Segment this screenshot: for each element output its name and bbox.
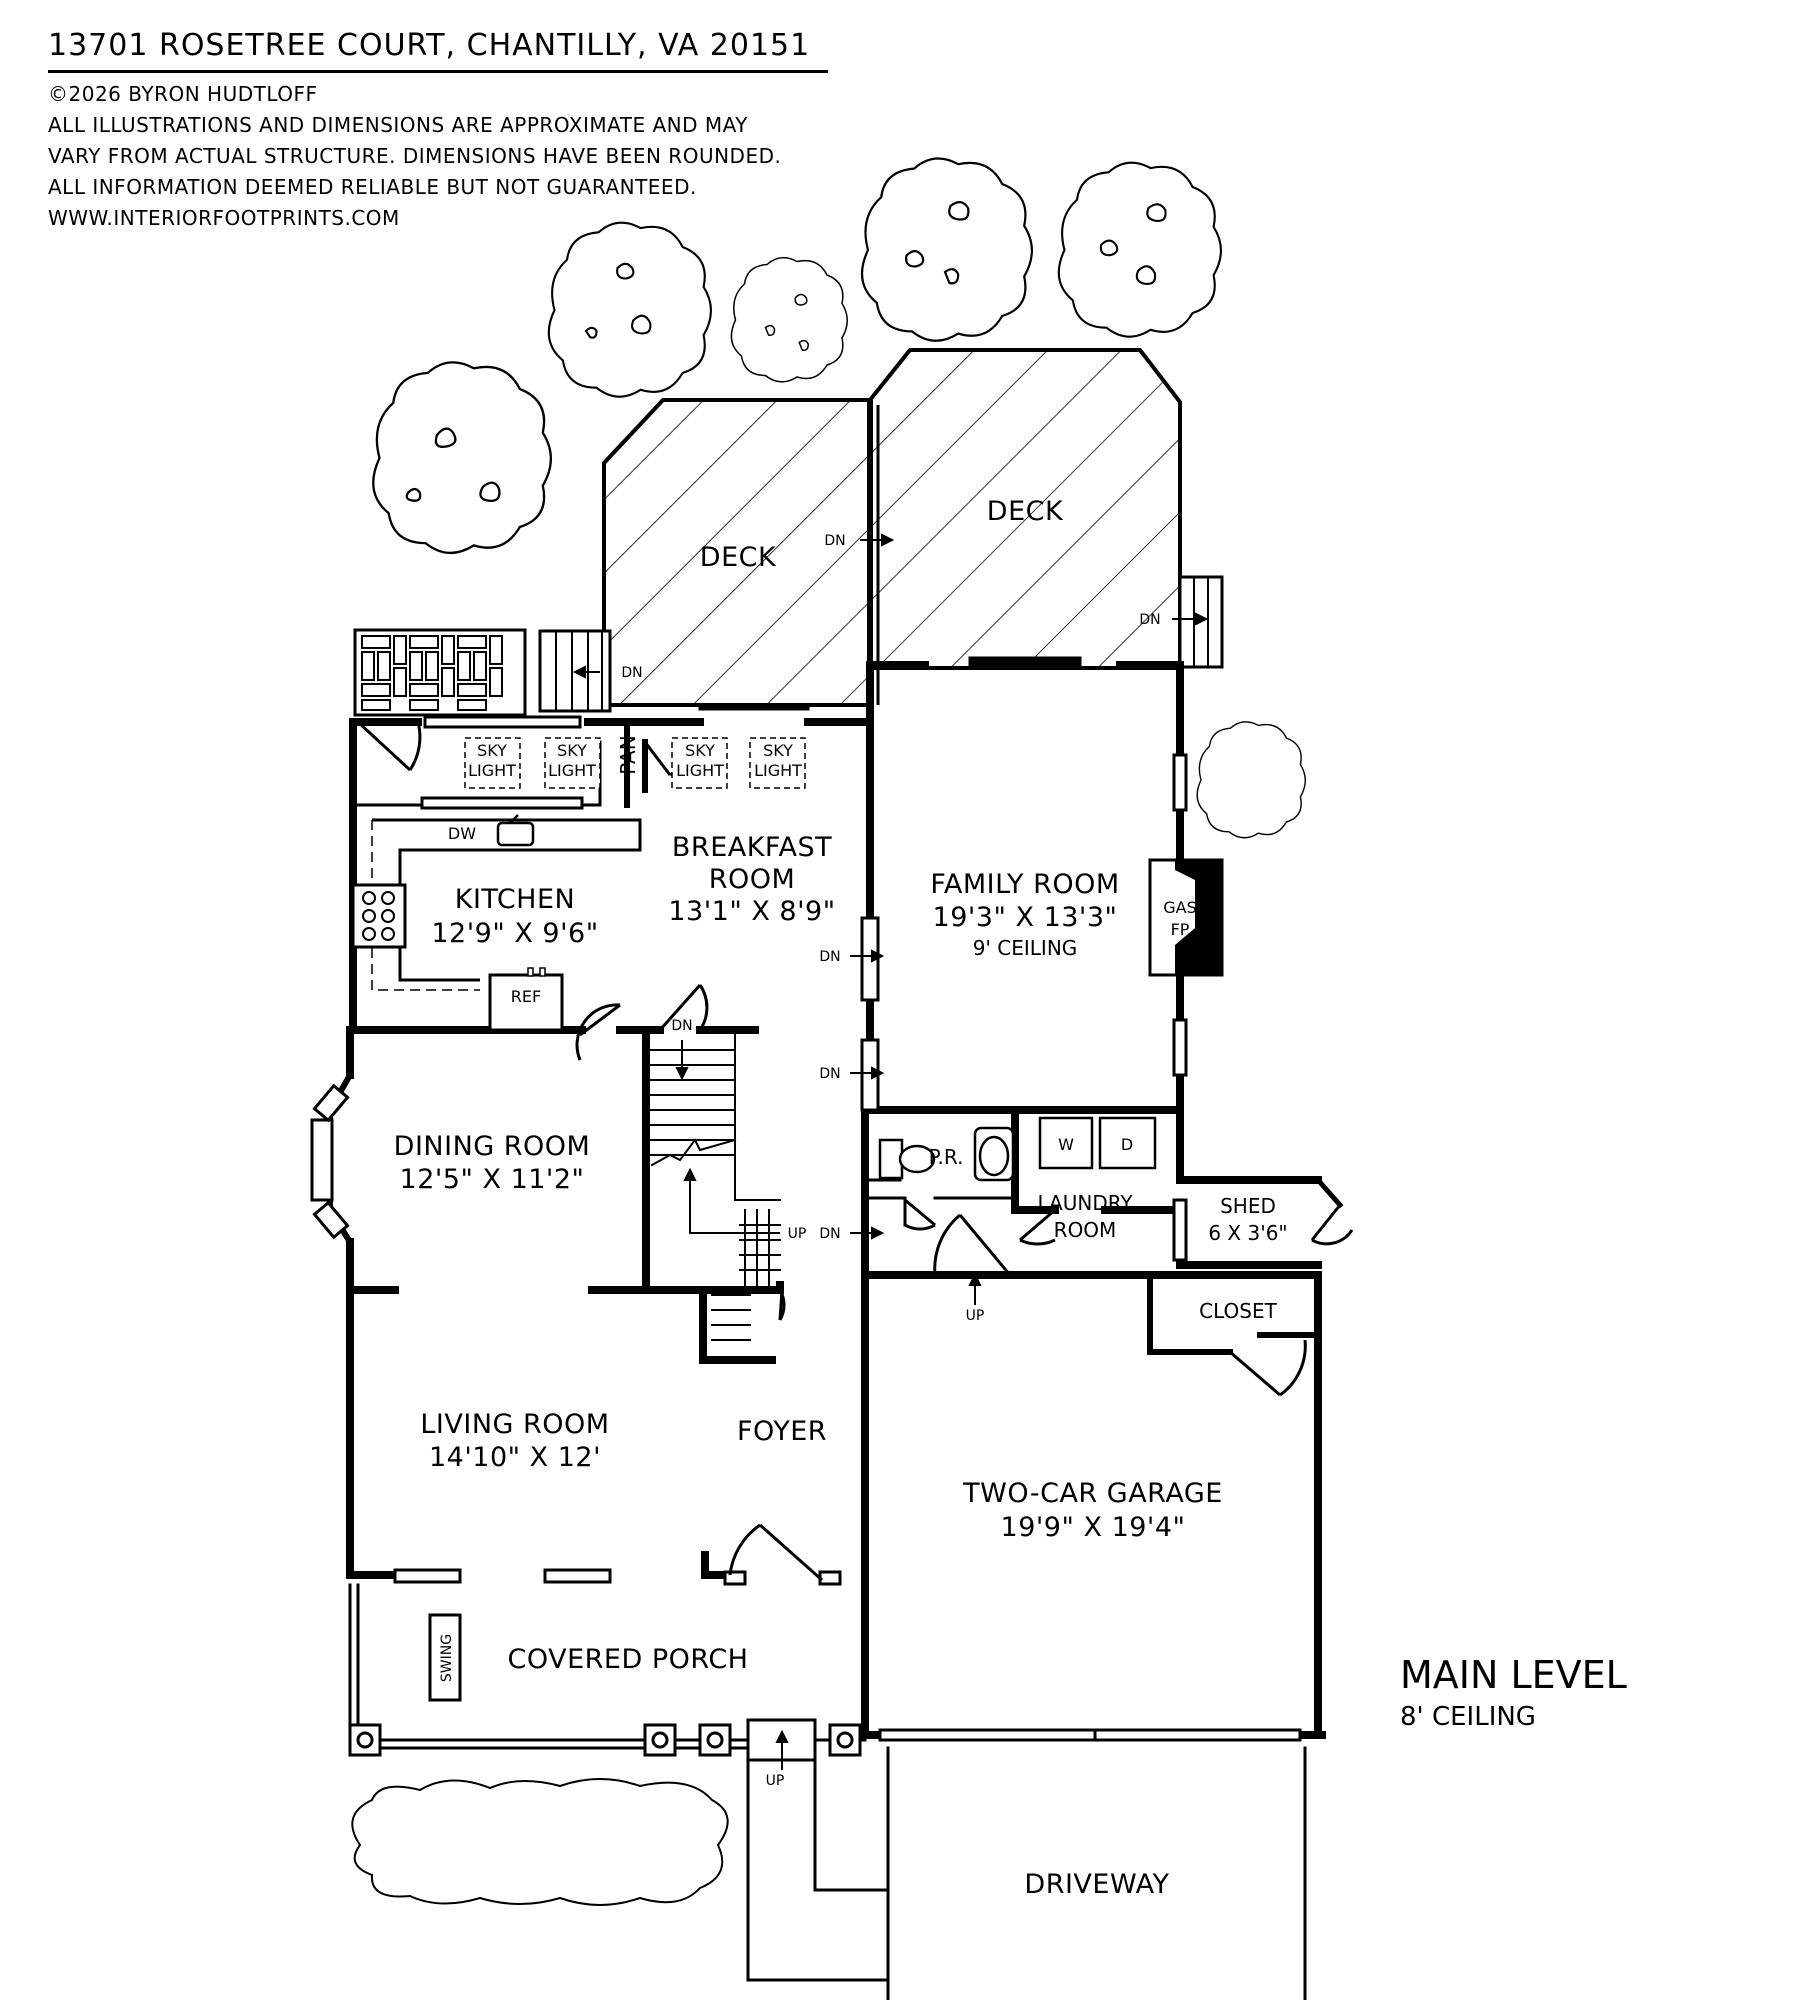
skylight-2-sky: SKY: [557, 741, 587, 760]
fp-label: FP: [1171, 920, 1190, 939]
skylight-1-light: LIGHT: [468, 761, 516, 780]
deck-dn-label-2: DN: [621, 665, 642, 681]
deck-dn-label-3: DN: [1139, 612, 1160, 628]
gas-label: GAS: [1163, 898, 1197, 917]
stair-dn-label: DN: [671, 1018, 692, 1034]
kitchen-dims: 12'9" X 9'6": [431, 918, 598, 949]
walls: [346, 661, 1344, 2000]
family-dn-label-1: DN: [819, 949, 840, 965]
skylight-3-light: LIGHT: [676, 761, 724, 780]
breakfast-dims: 13'1" X 8'9": [668, 896, 835, 927]
foyer-label: FOYER: [737, 1416, 827, 1447]
skylight-4-light: LIGHT: [754, 761, 802, 780]
skylight-1-sky: SKY: [477, 741, 507, 760]
plan-header: 13701 ROSETREE COURT, CHANTILLY, VA 2015…: [48, 26, 828, 234]
shed-name: SHED: [1220, 1194, 1276, 1218]
tree-3: [730, 256, 848, 383]
trees: [351, 157, 1307, 1906]
level-ceiling: 8' CEILING: [1400, 1702, 1536, 1732]
kitchen-name: KITCHEN: [455, 884, 576, 915]
dishwasher-label: DW: [448, 824, 476, 843]
windows: [393, 656, 1302, 1742]
laundry-dn-label: DN: [819, 1226, 840, 1242]
dining-name: DINING ROOM: [394, 1131, 591, 1162]
breakfast-name-2: ROOM: [709, 864, 796, 895]
garage-up-label: UP: [966, 1308, 985, 1324]
laundry-name-1: LAUNDRY: [1037, 1191, 1133, 1215]
kitchen-fixtures: [351, 814, 642, 1032]
skylight-2-light: LIGHT: [548, 761, 596, 780]
family-dims: 19'3" X 13'3": [933, 902, 1118, 933]
skylight-4-sky: SKY: [763, 741, 793, 760]
tree-2: [547, 221, 713, 398]
tree-1: [372, 361, 552, 555]
disclaimer-line-3: ALL INFORMATION DEEMED RELIABLE BUT NOT …: [48, 175, 697, 199]
dining-dims: 12'5" X 11'2": [400, 1164, 585, 1195]
deck-left-label: DECK: [700, 542, 777, 573]
property-address: 13701 ROSETREE COURT, CHANTILLY, VA 2015…: [48, 26, 828, 73]
family-dn-label-2: DN: [819, 1066, 840, 1082]
decks: [353, 348, 1224, 717]
powder-fixtures: [878, 1116, 1157, 1182]
website-line: WWW.INTERIORFOOTPRINTS.COM: [48, 206, 400, 230]
room-labels: DECK DECK KITCHEN 12'9" X 9'6" BREAKFAST…: [394, 496, 1627, 1900]
disclaimer-line-1: ALL ILLUSTRATIONS AND DIMENSIONS ARE APP…: [48, 113, 748, 137]
family-ceiling: 9' CEILING: [973, 936, 1078, 960]
level-name: MAIN LEVEL: [1400, 1653, 1627, 1697]
skylights: [464, 737, 806, 789]
breakfast-name-1: BREAKFAST: [672, 832, 832, 863]
walk-up-label: UP: [766, 1773, 785, 1789]
tree-5: [1057, 161, 1222, 338]
swing-label: SWING: [439, 1634, 455, 1682]
fireplace: [1148, 858, 1224, 977]
disclaimer-line-2: VARY FROM ACTUAL STRUCTURE. DIMENSIONS H…: [48, 144, 782, 168]
refrigerator-label: REF: [511, 987, 541, 1006]
living-dims: 14'10" X 12': [429, 1442, 601, 1473]
bay-window: [310, 1073, 353, 1244]
deck-right-label: DECK: [987, 496, 1064, 527]
washer-label: W: [1058, 1135, 1074, 1154]
porch-label: COVERED PORCH: [508, 1644, 749, 1675]
dryer-label: D: [1121, 1135, 1133, 1154]
stair-up-label: UP: [788, 1226, 807, 1242]
copyright-line: ©2026 BYRON HUDTLOFF: [48, 82, 318, 106]
living-name: LIVING ROOM: [420, 1409, 609, 1440]
garage-name: TWO-CAR GARAGE: [962, 1478, 1223, 1509]
brick-patio: [353, 628, 527, 717]
skylight-3-sky: SKY: [685, 741, 715, 760]
porch-swing: [428, 1613, 462, 1702]
laundry-name-2: ROOM: [1054, 1218, 1117, 1242]
porch-columns: [348, 1723, 862, 1757]
tree-4: [860, 157, 1034, 342]
closet-label: CLOSET: [1199, 1299, 1277, 1323]
tree-6: [1196, 721, 1307, 839]
stair-arrows: [572, 533, 1209, 1770]
family-name: FAMILY ROOM: [930, 869, 1119, 900]
pantry-label: PAN: [616, 735, 640, 774]
doors: [356, 720, 1354, 1582]
shed-dims: 6 X 3'6": [1208, 1221, 1287, 1245]
deck-dn-label-1: DN: [824, 533, 845, 549]
powder-room-label: P.R.: [929, 1145, 964, 1169]
garage-dims: 19'9" X 19'4": [1001, 1512, 1186, 1543]
shrub-hedge: [351, 1778, 729, 1906]
driveway-label: DRIVEWAY: [1024, 1869, 1169, 1900]
